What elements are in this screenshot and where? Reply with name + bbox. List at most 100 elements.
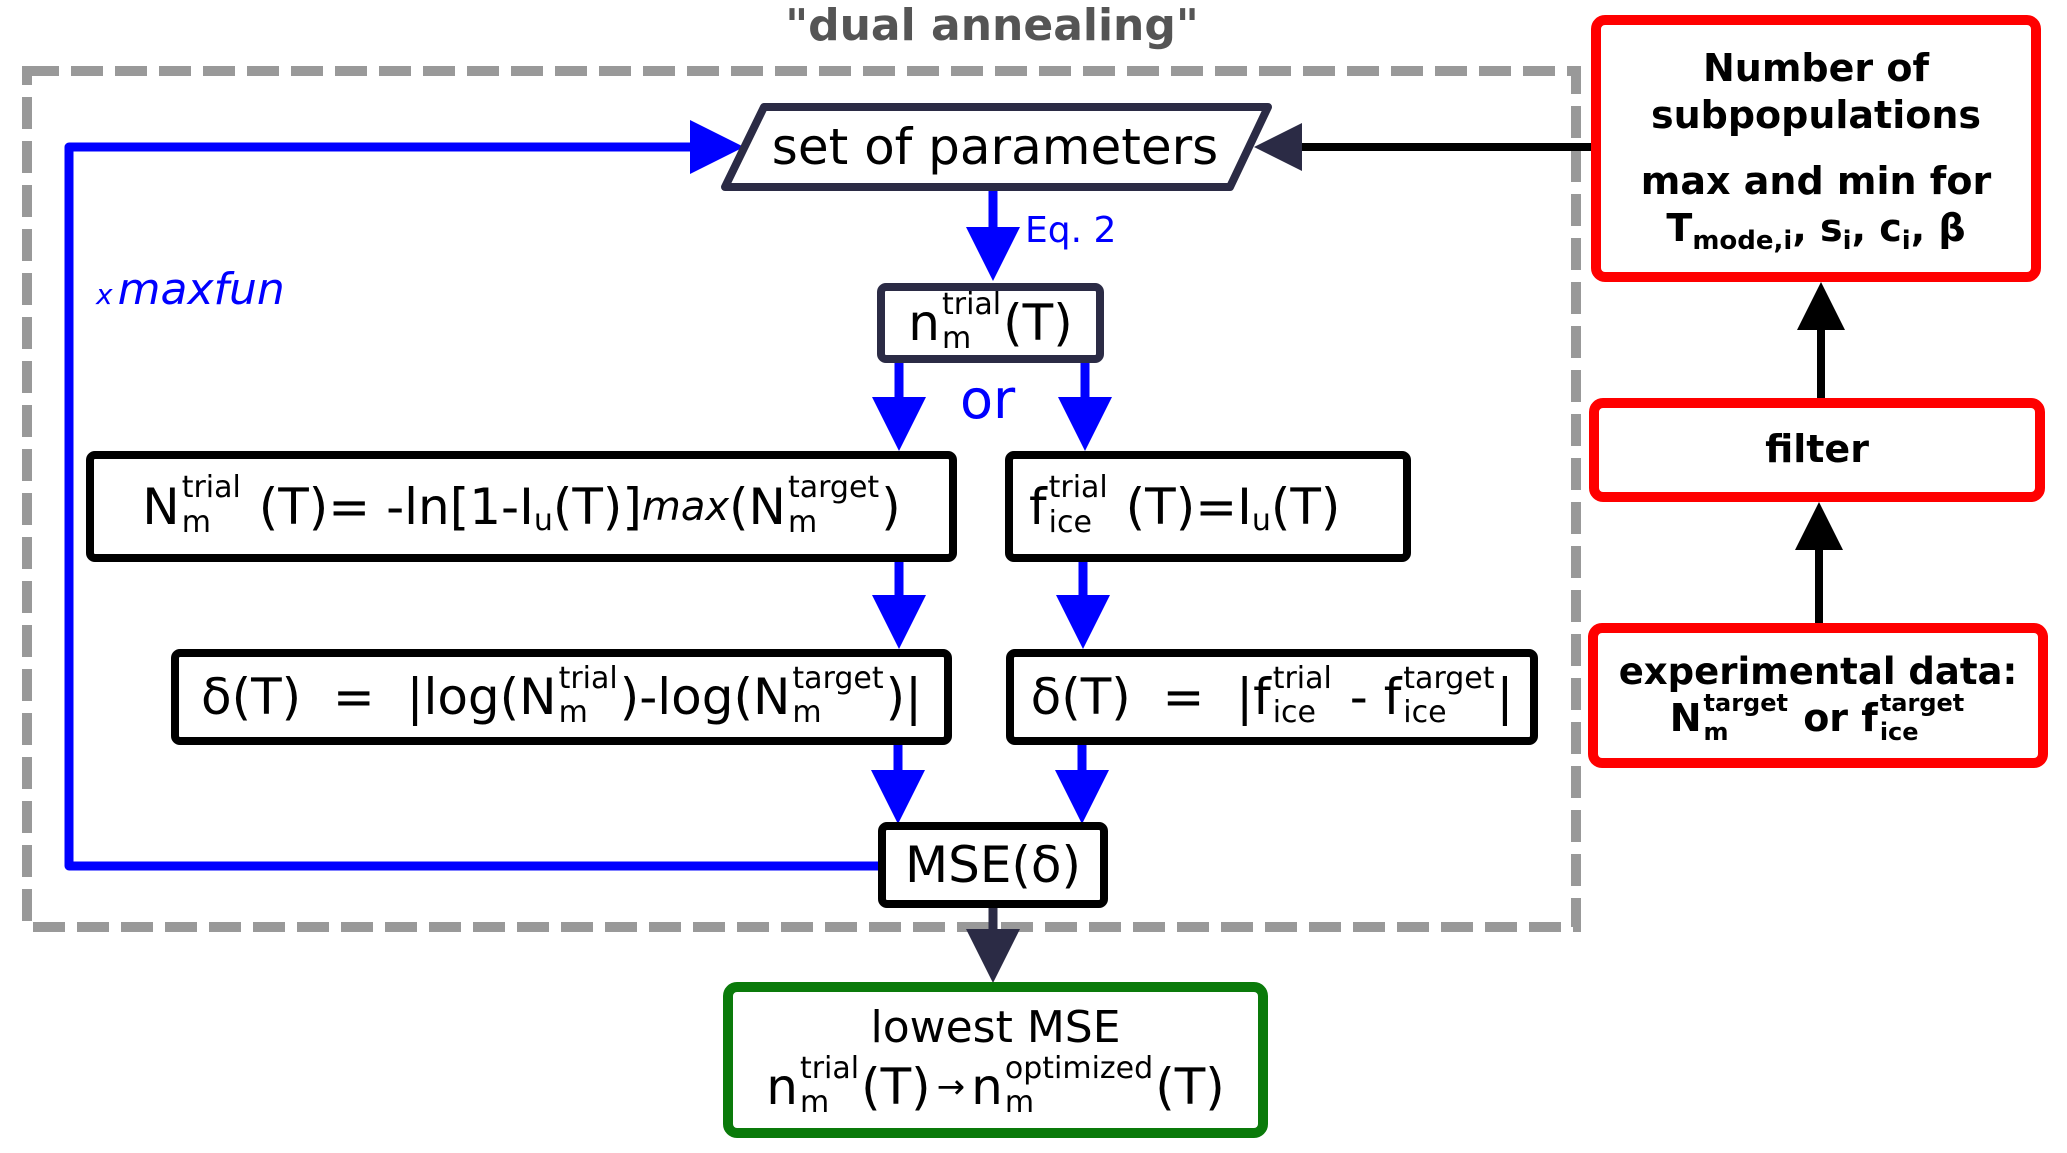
delta-f-pre: δ(T) = |f (1030, 668, 1271, 726)
exp-N-scripts: target m (1703, 691, 1788, 746)
experimental-line1: experimental data: (1618, 649, 2018, 693)
delta-f-scripts1: trial ice (1272, 663, 1332, 730)
delta-N-scripts2: target m (792, 663, 883, 730)
result-scripts1: trial m (799, 1053, 859, 1121)
f-eq-sup: trial (1048, 470, 1108, 505)
bounds-s-sub: i (1842, 226, 1852, 256)
exp-f-base: f (1861, 695, 1878, 740)
N-eq-sub: m (181, 504, 211, 540)
f-eq-rest: (T) (1270, 477, 1341, 536)
exp-or: or (1789, 695, 1862, 740)
result-node[interactable]: lowest MSE n trial m (T) → n optimized m… (723, 982, 1268, 1138)
N-eq-mid: (T)= -ln[1-I (242, 477, 534, 536)
filter-node[interactable]: filter (1589, 398, 2045, 502)
delta-N-pre: δ(T) = |log(N (200, 668, 557, 726)
experimental-line2: N target m or f target ice (1669, 691, 1967, 746)
delta-f-sub1: ice (1272, 695, 1316, 730)
result-base1: n (766, 1058, 798, 1117)
result-base2: n (971, 1058, 1003, 1117)
bounds-node[interactable]: Number of subpopulations max and min for… (1591, 15, 2041, 282)
result-sup2: optimized (1004, 1050, 1154, 1086)
delta-f-node[interactable]: δ(T) = |f trial ice - f target ice | (1006, 649, 1538, 745)
delta-N-scripts1: trial m (558, 663, 618, 730)
bounds-line2: subpopulations (1650, 93, 1982, 137)
dual-annealing-frame (22, 66, 1581, 932)
exp-f-sub: ice (1879, 717, 1919, 746)
exp-N-base: N (1669, 695, 1702, 740)
n-trial-sub: m (941, 321, 972, 356)
N-eq-scripts: trial m (181, 473, 241, 540)
N-eq-max: max (641, 483, 730, 530)
f-eq-mid: (T)=I (1109, 477, 1252, 536)
maxfun-multiplier: x (96, 278, 113, 311)
delta-f-sub2: ice (1403, 695, 1447, 730)
delta-f-sup1: trial (1272, 660, 1332, 696)
result-sub1: m (799, 1085, 830, 1121)
N-eq-base: N (142, 477, 180, 536)
result-post: (T) (1155, 1058, 1225, 1117)
bounds-line4: Tmode,i, si, ci, β (1666, 205, 1966, 256)
result-scripts2: optimized m (1004, 1053, 1153, 1121)
eq2-label: Eq. 2 (1025, 210, 1117, 251)
exp-N-sub: m (1703, 717, 1729, 746)
delta-N-sub1: m (558, 695, 588, 730)
delta-N-node[interactable]: δ(T) = |log(N trial m )-log(N target m )… (171, 649, 952, 745)
N-eq-rhs-sup: target (787, 470, 880, 505)
mse-node[interactable]: MSE(δ) (878, 822, 1108, 908)
delta-N-mid: )-log(N (619, 668, 791, 726)
bounds-T: T (1666, 206, 1693, 250)
maxfun-label: x maxfun (96, 264, 285, 315)
maxfun-loop-line (64, 120, 880, 871)
bounds-line1: Number of (1702, 45, 1930, 90)
bounds-sep2: , c (1851, 206, 1902, 250)
delta-f-sup2: target (1403, 660, 1495, 696)
delta-N-sub2: m (792, 695, 822, 730)
f-trial-equation-node[interactable]: f trial ice (T)=I u (T) (1005, 451, 1411, 562)
dual-annealing-title: "dual annealing" (785, 0, 1199, 51)
result-arrow-icon: → (936, 1067, 966, 1108)
result-line2: n trial m (T) → n optimized m (T) (766, 1053, 1225, 1121)
N-eq-sup: trial (181, 470, 241, 505)
N-eq-rhs-sub: m (787, 504, 818, 540)
parameters-node-shape (721, 103, 1272, 191)
result-line1: lowest MSE (870, 1002, 1121, 1054)
parameters-label: set of parameters (771, 118, 1219, 176)
delta-f-post: | (1496, 668, 1514, 726)
filter-label: filter (1765, 427, 1869, 472)
delta-f-mid: - f (1333, 668, 1402, 726)
experimental-data-node[interactable]: experimental data: N target m or f targe… (1588, 623, 2048, 768)
N-eq-iu-sub: u (533, 502, 553, 538)
n-trial-scripts: trial m (941, 289, 1001, 356)
maxfun-text: maxfun (117, 264, 285, 315)
bounds-T-sub: mode,i (1692, 226, 1793, 256)
delta-N-post: )| (885, 668, 922, 726)
n-trial-base: n (908, 294, 940, 352)
bounds-c-sub: i (1901, 226, 1911, 256)
N-eq-mid2: (T)] (552, 477, 642, 536)
delta-f-scripts2: target ice (1403, 663, 1494, 730)
bounds-line3: max and min for (1640, 158, 1992, 203)
exp-f-sup: target (1879, 688, 1965, 717)
f-eq-scripts: trial ice (1048, 473, 1108, 540)
n-trial-node[interactable]: n trial m (T) (877, 283, 1104, 363)
exp-N-sup: target (1703, 688, 1788, 717)
n-trial-rest: (T) (1003, 294, 1073, 352)
N-eq-rhs-open: (N (729, 477, 786, 536)
bounds-tail: , β (1910, 206, 1966, 250)
n-trial-sup: trial (941, 286, 1002, 322)
bounds-sep1: , s (1792, 206, 1843, 250)
delta-N-sup1: trial (558, 660, 618, 696)
f-eq-sub: ice (1048, 504, 1092, 540)
result-mid: (T) (861, 1058, 931, 1117)
exp-f-scripts: target ice (1879, 691, 1964, 746)
N-trial-equation-node[interactable]: N trial m (T)= -ln[1-I u (T)] max (N tar… (86, 451, 957, 562)
N-eq-rhs-close: ) (881, 477, 901, 536)
delta-N-sup2: target (792, 660, 884, 696)
parameters-node[interactable]: set of parameters (740, 107, 1250, 187)
mse-label: MSE(δ) (904, 836, 1082, 894)
or-label: or (960, 368, 1016, 431)
N-eq-rhs-scripts: target m (787, 473, 879, 540)
f-eq-base: f (1029, 477, 1047, 536)
result-sub2: m (1004, 1085, 1035, 1121)
